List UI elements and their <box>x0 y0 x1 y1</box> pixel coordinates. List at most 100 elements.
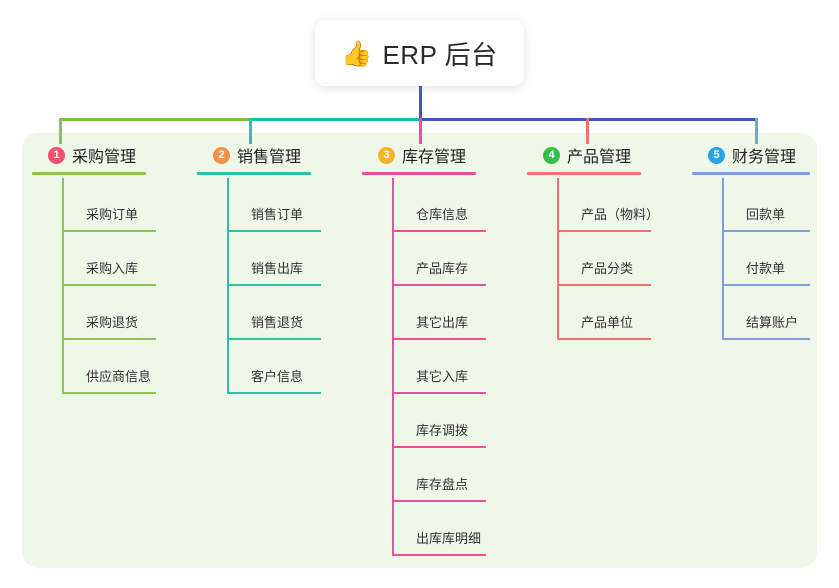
bus-segment-1 <box>60 118 250 121</box>
root-drop-connector <box>419 86 422 121</box>
column-badge-5: 5 <box>708 146 725 164</box>
leaf-node[interactable]: 库存调拨 <box>392 394 486 448</box>
column-采购管理: 1 采购管理采购订单采购入库采购退货供应商信息 <box>32 143 182 394</box>
bus-segment-2 <box>250 118 420 121</box>
column-header-1[interactable]: 1 采购管理 <box>32 143 182 167</box>
diagram-canvas-panel <box>22 133 817 568</box>
column-title-4: 产品管理 <box>567 149 632 166</box>
leaf-node[interactable]: 客户信息 <box>227 340 321 394</box>
leaf-node-label: 结算账户 <box>746 315 799 330</box>
leaf-node-rule <box>557 284 651 286</box>
column-header-rule-5 <box>692 172 810 175</box>
column-drop-connector-5 <box>755 118 758 144</box>
leaf-node-label: 销售出库 <box>251 261 304 276</box>
leaf-node-rule <box>62 338 156 340</box>
column-badge-2: 2 <box>213 146 230 164</box>
column-header-3[interactable]: 3 库存管理 <box>362 143 512 167</box>
leaf-node-label: 销售订单 <box>251 207 304 222</box>
leaf-node-rule <box>392 338 486 340</box>
leaf-node[interactable]: 库存盘点 <box>392 448 486 502</box>
leaf-node-label: 产品单位 <box>581 315 634 330</box>
leaf-node-rule <box>557 338 651 340</box>
leaf-node-rule <box>392 230 486 232</box>
column-drop-connector-1 <box>59 118 62 144</box>
leaf-node-rule <box>392 554 486 556</box>
leaf-node-rule <box>227 338 321 340</box>
leaf-node[interactable]: 回款单 <box>722 178 810 232</box>
leaf-node-rule <box>392 284 486 286</box>
leaf-node-rule <box>227 284 321 286</box>
leaf-node-rule <box>392 392 486 394</box>
column-drop-connector-2 <box>249 118 252 144</box>
leaf-node[interactable]: 付款单 <box>722 232 810 286</box>
leaf-node[interactable]: 销售退货 <box>227 286 321 340</box>
column-库存管理: 3 库存管理仓库信息产品库存其它出库其它入库库存调拨库存盘点出库库明细 <box>362 143 512 556</box>
leaf-node[interactable]: 产品分类 <box>557 232 651 286</box>
column-drop-connector-3 <box>419 118 422 144</box>
leaf-node[interactable]: 采购订单 <box>62 178 156 232</box>
leaf-node-label: 库存调拨 <box>416 423 469 438</box>
leaf-node[interactable]: 出库库明细 <box>392 502 486 556</box>
leaf-node-rule <box>62 284 156 286</box>
leaf-node[interactable]: 产品库存 <box>392 232 486 286</box>
column-title-1: 采购管理 <box>72 149 137 166</box>
column-title-5: 财务管理 <box>732 149 797 166</box>
leaf-node-label: 采购退货 <box>86 315 139 330</box>
column-spine-4 <box>557 178 559 340</box>
leaf-node-rule <box>392 446 486 448</box>
leaf-node-label: 仓库信息 <box>416 207 469 222</box>
leaf-node-label: 产品（物料） <box>581 207 660 222</box>
column-销售管理: 2 销售管理销售订单销售出库销售退货客户信息 <box>197 143 347 394</box>
leaf-node-rule <box>557 230 651 232</box>
leaf-node-label: 采购订单 <box>86 207 139 222</box>
leaf-node-label: 销售退货 <box>251 315 304 330</box>
leaf-node-label: 出库库明细 <box>416 531 482 546</box>
leaf-node[interactable]: 销售订单 <box>227 178 321 232</box>
leaf-node-label: 库存盘点 <box>416 477 469 492</box>
leaf-node[interactable]: 结算账户 <box>722 286 810 340</box>
column-header-rule-2 <box>197 172 311 175</box>
leaf-node-rule <box>227 230 321 232</box>
leaf-node-label: 采购入库 <box>86 261 139 276</box>
leaf-node[interactable]: 其它出库 <box>392 286 486 340</box>
column-badge-3: 3 <box>378 146 395 164</box>
leaf-node[interactable]: 采购入库 <box>62 232 156 286</box>
column-财务管理: 5 财务管理回款单付款单结算账户 <box>692 143 822 340</box>
column-spine-2 <box>227 178 229 394</box>
leaf-node[interactable]: 销售出库 <box>227 232 321 286</box>
column-header-rule-1 <box>32 172 146 175</box>
leaf-node-label: 回款单 <box>746 207 786 222</box>
column-header-rule-3 <box>362 172 476 175</box>
leaf-node[interactable]: 产品单位 <box>557 286 651 340</box>
root-node-erp-backend[interactable]: 👍 ERP 后台 <box>315 20 524 86</box>
leaf-node-label: 客户信息 <box>251 369 304 384</box>
leaf-node-label: 付款单 <box>746 261 786 276</box>
column-header-5[interactable]: 5 财务管理 <box>692 143 822 167</box>
leaf-node-rule <box>722 338 810 340</box>
leaf-node[interactable]: 仓库信息 <box>392 178 486 232</box>
column-header-4[interactable]: 4 产品管理 <box>527 143 677 167</box>
column-header-2[interactable]: 2 销售管理 <box>197 143 347 167</box>
thumbs-up-icon: 👍 <box>341 39 373 68</box>
leaf-node[interactable]: 其它入库 <box>392 340 486 394</box>
leaf-node-label: 产品分类 <box>581 261 634 276</box>
leaf-node-label: 其它入库 <box>416 369 469 384</box>
leaf-node-rule <box>227 392 321 394</box>
leaf-node-label: 供应商信息 <box>86 369 152 384</box>
leaf-node-rule <box>722 284 810 286</box>
column-badge-1: 1 <box>48 146 65 164</box>
column-spine-5 <box>722 178 724 340</box>
leaf-node-label: 产品库存 <box>416 261 469 276</box>
leaf-node-rule <box>62 392 156 394</box>
column-spine-1 <box>62 178 64 394</box>
leaf-node[interactable]: 采购退货 <box>62 286 156 340</box>
leaf-node-rule <box>392 500 486 502</box>
column-title-3: 库存管理 <box>402 149 467 166</box>
leaf-node[interactable]: 供应商信息 <box>62 340 156 394</box>
leaf-node[interactable]: 产品（物料） <box>557 178 659 232</box>
column-title-2: 销售管理 <box>237 149 302 166</box>
column-产品管理: 4 产品管理产品（物料） 产品分类产品单位 <box>527 143 677 340</box>
column-drop-connector-4 <box>586 118 589 144</box>
column-badge-4: 4 <box>543 146 560 164</box>
leaf-node-rule <box>62 230 156 232</box>
